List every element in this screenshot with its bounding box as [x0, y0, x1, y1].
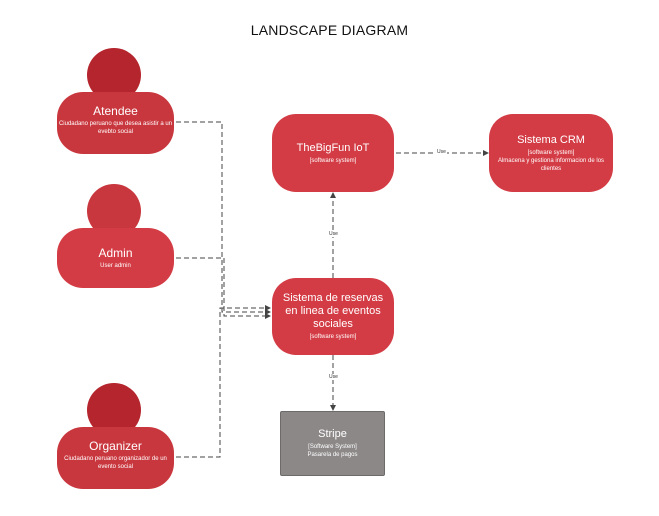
- system-iot[interactable]: TheBigFun IoT [software system]: [272, 114, 394, 192]
- edge-organizer-reservas: [176, 305, 271, 458]
- edge-admin-reservas: [176, 257, 271, 319]
- admin-name: Admin: [98, 246, 133, 260]
- person-admin[interactable]: Admin User admin: [57, 228, 174, 288]
- iot-name: TheBigFun IoT: [296, 141, 370, 154]
- crm-type: [software system]: [527, 149, 575, 156]
- organizer-name: Organizer: [89, 439, 142, 453]
- system-crm[interactable]: Sistema CRM [software system] Almacena y…: [489, 114, 613, 192]
- edge-label-iot-crm: Use: [436, 149, 447, 155]
- organizer-desc: Ciudadano peruano organizador de un even…: [64, 456, 167, 470]
- stripe-type: [Software System]: [308, 444, 357, 450]
- diagram-title: LANDSCAPE DIAGRAM: [250, 22, 409, 38]
- stripe-name: Stripe: [318, 428, 347, 440]
- atendee-desc: Ciudadano peruano que desea asistir a un…: [58, 121, 173, 135]
- crm-desc: Almacena y gestiona informacion de los c…: [497, 157, 605, 172]
- reservas-type: [software system]: [309, 334, 357, 340]
- system-stripe[interactable]: Stripe [Software System] Pasarela de pag…: [280, 411, 385, 476]
- crm-name: Sistema CRM: [517, 133, 585, 146]
- person-atendee[interactable]: Atendee Ciudadano peruano que desea asis…: [57, 92, 174, 154]
- reservas-name: Sistema de reservas en linea de eventos …: [282, 292, 384, 330]
- edge-label-reservas-stripe: Use: [328, 374, 339, 380]
- admin-desc: User admin: [100, 263, 131, 269]
- iot-type: [software system]: [309, 157, 357, 164]
- stripe-desc: Pasarela de pagos: [307, 452, 358, 458]
- edge-label-reservas-iot: Use: [328, 231, 339, 237]
- person-organizer[interactable]: Organizer Ciudadano peruano organizador …: [57, 427, 174, 489]
- system-reservas[interactable]: Sistema de reservas en linea de eventos …: [272, 278, 394, 355]
- atendee-name: Atendee: [93, 104, 138, 118]
- edge-atendee-reservas: [176, 121, 271, 315]
